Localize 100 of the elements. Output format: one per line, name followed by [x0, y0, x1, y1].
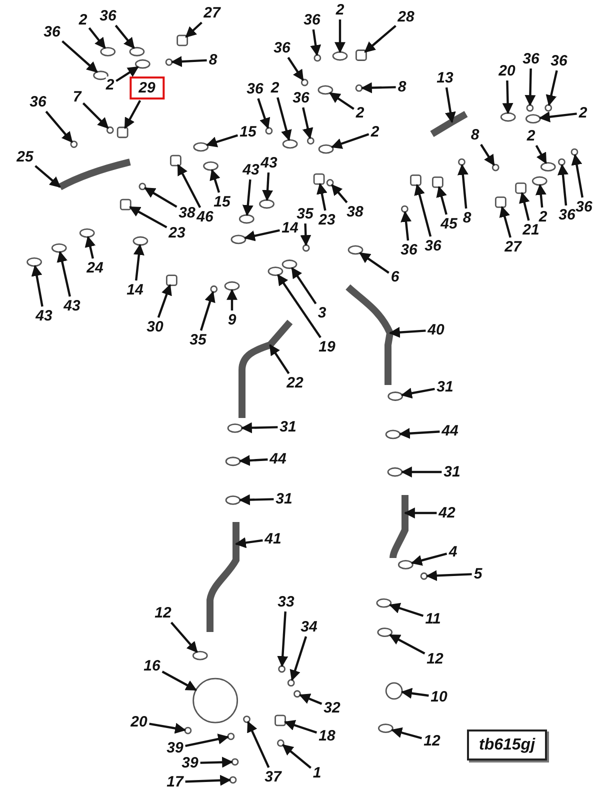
- ring-drawing: [378, 724, 394, 733]
- leader-arrow: [571, 154, 584, 198]
- leader-arrow: [290, 636, 308, 682]
- leader-arrow: [502, 80, 514, 114]
- ring-drawing: [398, 560, 414, 570]
- ring-drawing: [132, 236, 148, 246]
- leader-arrow: [177, 164, 202, 208]
- ring-drawing: [532, 176, 548, 186]
- leader-arrow: [185, 774, 232, 786]
- leader-arrow: [538, 111, 577, 122]
- nut-drawing: [276, 739, 284, 747]
- nut-drawing: [400, 205, 408, 213]
- ring-drawing: [282, 139, 298, 149]
- nut-drawing: [458, 158, 466, 166]
- leader-arrow: [359, 252, 390, 274]
- nut-drawing: [278, 665, 286, 673]
- nut-drawing: [231, 758, 239, 766]
- bracket-drawing: [274, 714, 286, 726]
- leader-arrow: [129, 206, 168, 228]
- leader-arrow: [226, 288, 238, 310]
- leader-arrow: [244, 229, 280, 242]
- leader-arrow: [144, 187, 178, 208]
- ring-drawing: [500, 112, 516, 122]
- bracket-drawing: [432, 176, 444, 188]
- bracket-drawing: [313, 173, 325, 185]
- nut-drawing: [243, 716, 250, 723]
- ring-drawing: [230, 234, 246, 244]
- leader-arrow: [390, 727, 422, 740]
- leader-arrow: [185, 734, 230, 747]
- leader-arrow: [34, 165, 61, 188]
- leader-arrow: [410, 552, 448, 566]
- leader-arrow: [334, 20, 346, 54]
- nut-drawing: [420, 572, 428, 580]
- ring-drawing: [268, 266, 284, 276]
- ring-drawing: [525, 114, 541, 124]
- leader-arrow: [277, 274, 322, 338]
- leader-arrow: [262, 172, 274, 202]
- leader-arrow: [329, 92, 354, 110]
- nut-drawing: [70, 140, 78, 148]
- leader-arrow: [331, 184, 348, 204]
- leader-arrow: [388, 326, 426, 338]
- leader-arrow: [389, 634, 426, 654]
- bracket-drawing: [356, 50, 367, 61]
- leader-arrow: [185, 22, 202, 38]
- leader-arrow: [114, 24, 135, 49]
- nut-drawing: [544, 104, 552, 112]
- leader-arrow: [84, 236, 96, 259]
- leader-arrow: [291, 267, 317, 304]
- nut-drawing: [294, 690, 301, 698]
- leader-arrow: [200, 756, 234, 768]
- bracket-drawing: [116, 126, 128, 138]
- bracket-drawing: [176, 34, 188, 46]
- ring-drawing: [193, 142, 209, 152]
- ring-drawing: [93, 70, 108, 80]
- pipe-fitting-drawing: [192, 678, 238, 724]
- ring-drawing: [387, 467, 403, 477]
- leader-arrow: [238, 454, 268, 466]
- ring-drawing: [376, 598, 392, 608]
- ring-drawing: [282, 260, 298, 269]
- leader-arrow: [287, 56, 304, 81]
- ring-drawing: [79, 228, 95, 238]
- leader-arrow: [300, 223, 312, 246]
- nut-drawing: [306, 137, 314, 145]
- ring-drawing: [227, 423, 243, 433]
- leader-arrow: [157, 284, 172, 318]
- ring-drawing: [225, 456, 241, 466]
- leader-arrow: [31, 264, 44, 307]
- leader-arrow: [124, 100, 142, 129]
- bracket-drawing: [494, 196, 506, 208]
- leader-arrow: [400, 688, 429, 699]
- leader-arrow: [116, 66, 139, 82]
- drawing-code-box: tb615gj: [467, 730, 547, 760]
- leader-arrow: [499, 206, 512, 238]
- leader-arrow: [535, 184, 546, 208]
- leader-arrow: [206, 134, 238, 148]
- leader-arrow: [400, 466, 442, 478]
- nut-drawing: [302, 244, 310, 252]
- nut-drawing: [314, 54, 322, 62]
- leader-arrow: [162, 670, 197, 691]
- nut-drawing: [558, 158, 566, 166]
- ring-drawing: [388, 392, 404, 401]
- leader-arrow: [247, 721, 270, 768]
- bracket-drawing: [170, 154, 182, 166]
- leader-arrow: [82, 102, 109, 129]
- pipe-fitting-drawing: [385, 682, 403, 700]
- leader-arrow: [457, 164, 468, 209]
- leader-arrow: [535, 144, 547, 164]
- leader-arrow: [62, 40, 98, 73]
- ring-drawing: [332, 51, 348, 61]
- ring-drawing: [225, 495, 241, 505]
- pipe-drawing: [346, 284, 394, 385]
- leader-arrow: [400, 388, 435, 399]
- leader-arrow: [524, 68, 536, 106]
- leader-arrow: [364, 24, 396, 53]
- bracket-drawing: [166, 274, 178, 286]
- leader-arrow: [170, 622, 198, 653]
- nut-drawing: [265, 127, 273, 135]
- leader-arrow: [45, 110, 73, 143]
- ring-drawing: [318, 144, 334, 154]
- leader-arrow: [398, 428, 440, 439]
